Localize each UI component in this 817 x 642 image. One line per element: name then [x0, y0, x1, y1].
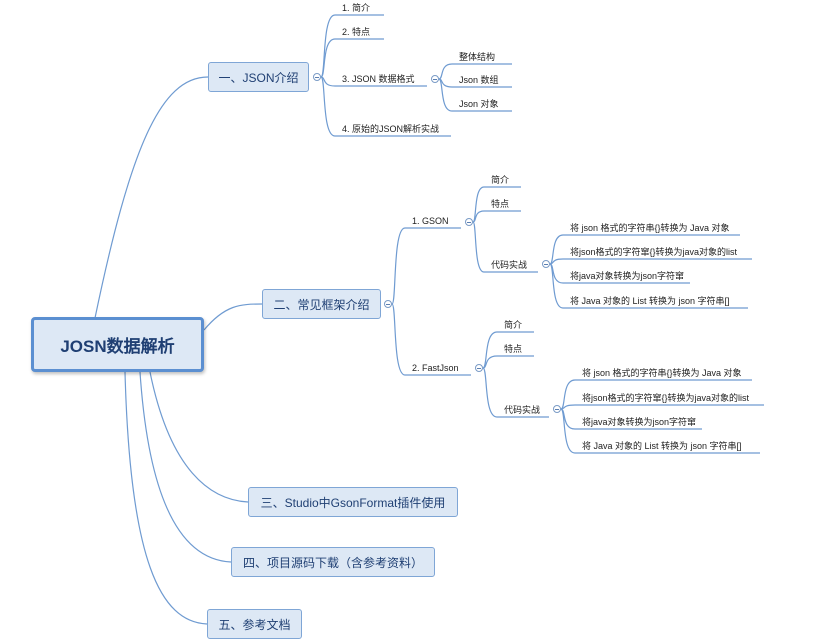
link-gson-code-2	[549, 258, 752, 265]
link-intro-features	[320, 38, 384, 78]
link-gson-features	[472, 210, 521, 223]
node-fastjson-code-1[interactable]: 将 json 格式的字符串{}转换为 Java 对象	[582, 368, 742, 378]
link-gson-code-1	[549, 234, 740, 265]
topic-source-download[interactable]: 四、项目源码下载（含参考资料）	[231, 547, 435, 577]
node-json-data-format[interactable]: 3. JSON 数据格式	[342, 74, 415, 84]
node-json-features[interactable]: 2. 特点	[342, 27, 371, 37]
node-format-object[interactable]: Json 对象	[459, 99, 499, 109]
node-gson-code[interactable]: 代码实战	[491, 260, 528, 270]
link-gson-code	[472, 221, 538, 273]
node-json-brief[interactable]: 1. 简介	[342, 3, 371, 13]
link-root-gsonformat	[149, 371, 249, 503]
node-fastjson-code-2[interactable]: 将json格式的字符窜{}转换为java对象的list	[582, 393, 750, 403]
link-format-structure	[438, 63, 512, 80]
node-gson-brief[interactable]: 简介	[491, 175, 510, 185]
collapse-toggle-fastjson[interactable]	[475, 364, 483, 372]
node-gson-code-1[interactable]: 将 json 格式的字符串{}转换为 Java 对象	[570, 223, 730, 233]
node-gson-features[interactable]: 特点	[491, 199, 510, 209]
node-gson-code-2[interactable]: 将json格式的字符窜{}转换为java对象的list	[570, 247, 738, 257]
link-fastjson-features	[482, 355, 534, 369]
collapse-toggle-gson[interactable]	[465, 218, 473, 226]
link-root-frameworks	[203, 303, 263, 331]
node-format-structure[interactable]: 整体结构	[459, 52, 496, 62]
link-gson-code-4	[549, 263, 748, 309]
link-fastjson-code-2	[560, 404, 764, 410]
node-fastjson-code-4[interactable]: 将 Java 对象的 List 转换为 json 字符串[]	[582, 441, 742, 451]
collapse-toggle-frameworks[interactable]	[384, 300, 392, 308]
link-root-json-intro	[94, 76, 209, 319]
node-json-raw-parse[interactable]: 4. 原始的JSON解析实战	[342, 124, 440, 134]
collapse-toggle-gson-code[interactable]	[542, 260, 550, 268]
topic-json-intro[interactable]: 一、JSON介绍	[208, 62, 309, 92]
node-fastjson-features[interactable]: 特点	[504, 344, 523, 354]
node-fastjson[interactable]: 2. FastJson	[412, 363, 459, 373]
node-fastjson-brief[interactable]: 简介	[504, 320, 523, 330]
link-root-references	[124, 371, 208, 625]
topic-frameworks[interactable]: 二、常见框架介绍	[262, 289, 381, 319]
link-fastjson-code	[482, 367, 549, 418]
node-gson-code-4[interactable]: 将 Java 对象的 List 转换为 json 字符串[]	[570, 296, 730, 306]
link-intro-raw	[320, 76, 451, 137]
link-fastjson-code-4	[560, 408, 760, 454]
topic-gsonformat-plugin[interactable]: 三、Studio中GsonFormat插件使用	[248, 487, 458, 517]
link-intro-brief	[320, 14, 384, 78]
link-format-object	[438, 78, 512, 112]
collapse-toggle-data-format[interactable]	[431, 75, 439, 83]
link-frameworks-fastjson	[391, 303, 471, 376]
link-fastjson-code-1	[560, 379, 752, 410]
node-fastjson-code[interactable]: 代码实战	[504, 405, 541, 415]
node-fastjson-code-3[interactable]: 将java对象转换为json字符窜	[582, 417, 697, 427]
node-format-array[interactable]: Json 数组	[459, 75, 499, 85]
collapse-toggle-json-intro[interactable]	[313, 73, 321, 81]
topic-references[interactable]: 五、参考文档	[207, 609, 302, 639]
link-root-source	[139, 371, 232, 563]
node-gson[interactable]: 1. GSON	[412, 216, 449, 226]
node-gson-code-3[interactable]: 将java对象转换为json字符窜	[570, 271, 685, 281]
collapse-toggle-fastjson-code[interactable]	[553, 405, 561, 413]
root-node[interactable]: JOSN数据解析	[31, 317, 204, 372]
link-frameworks-gson	[391, 227, 461, 305]
